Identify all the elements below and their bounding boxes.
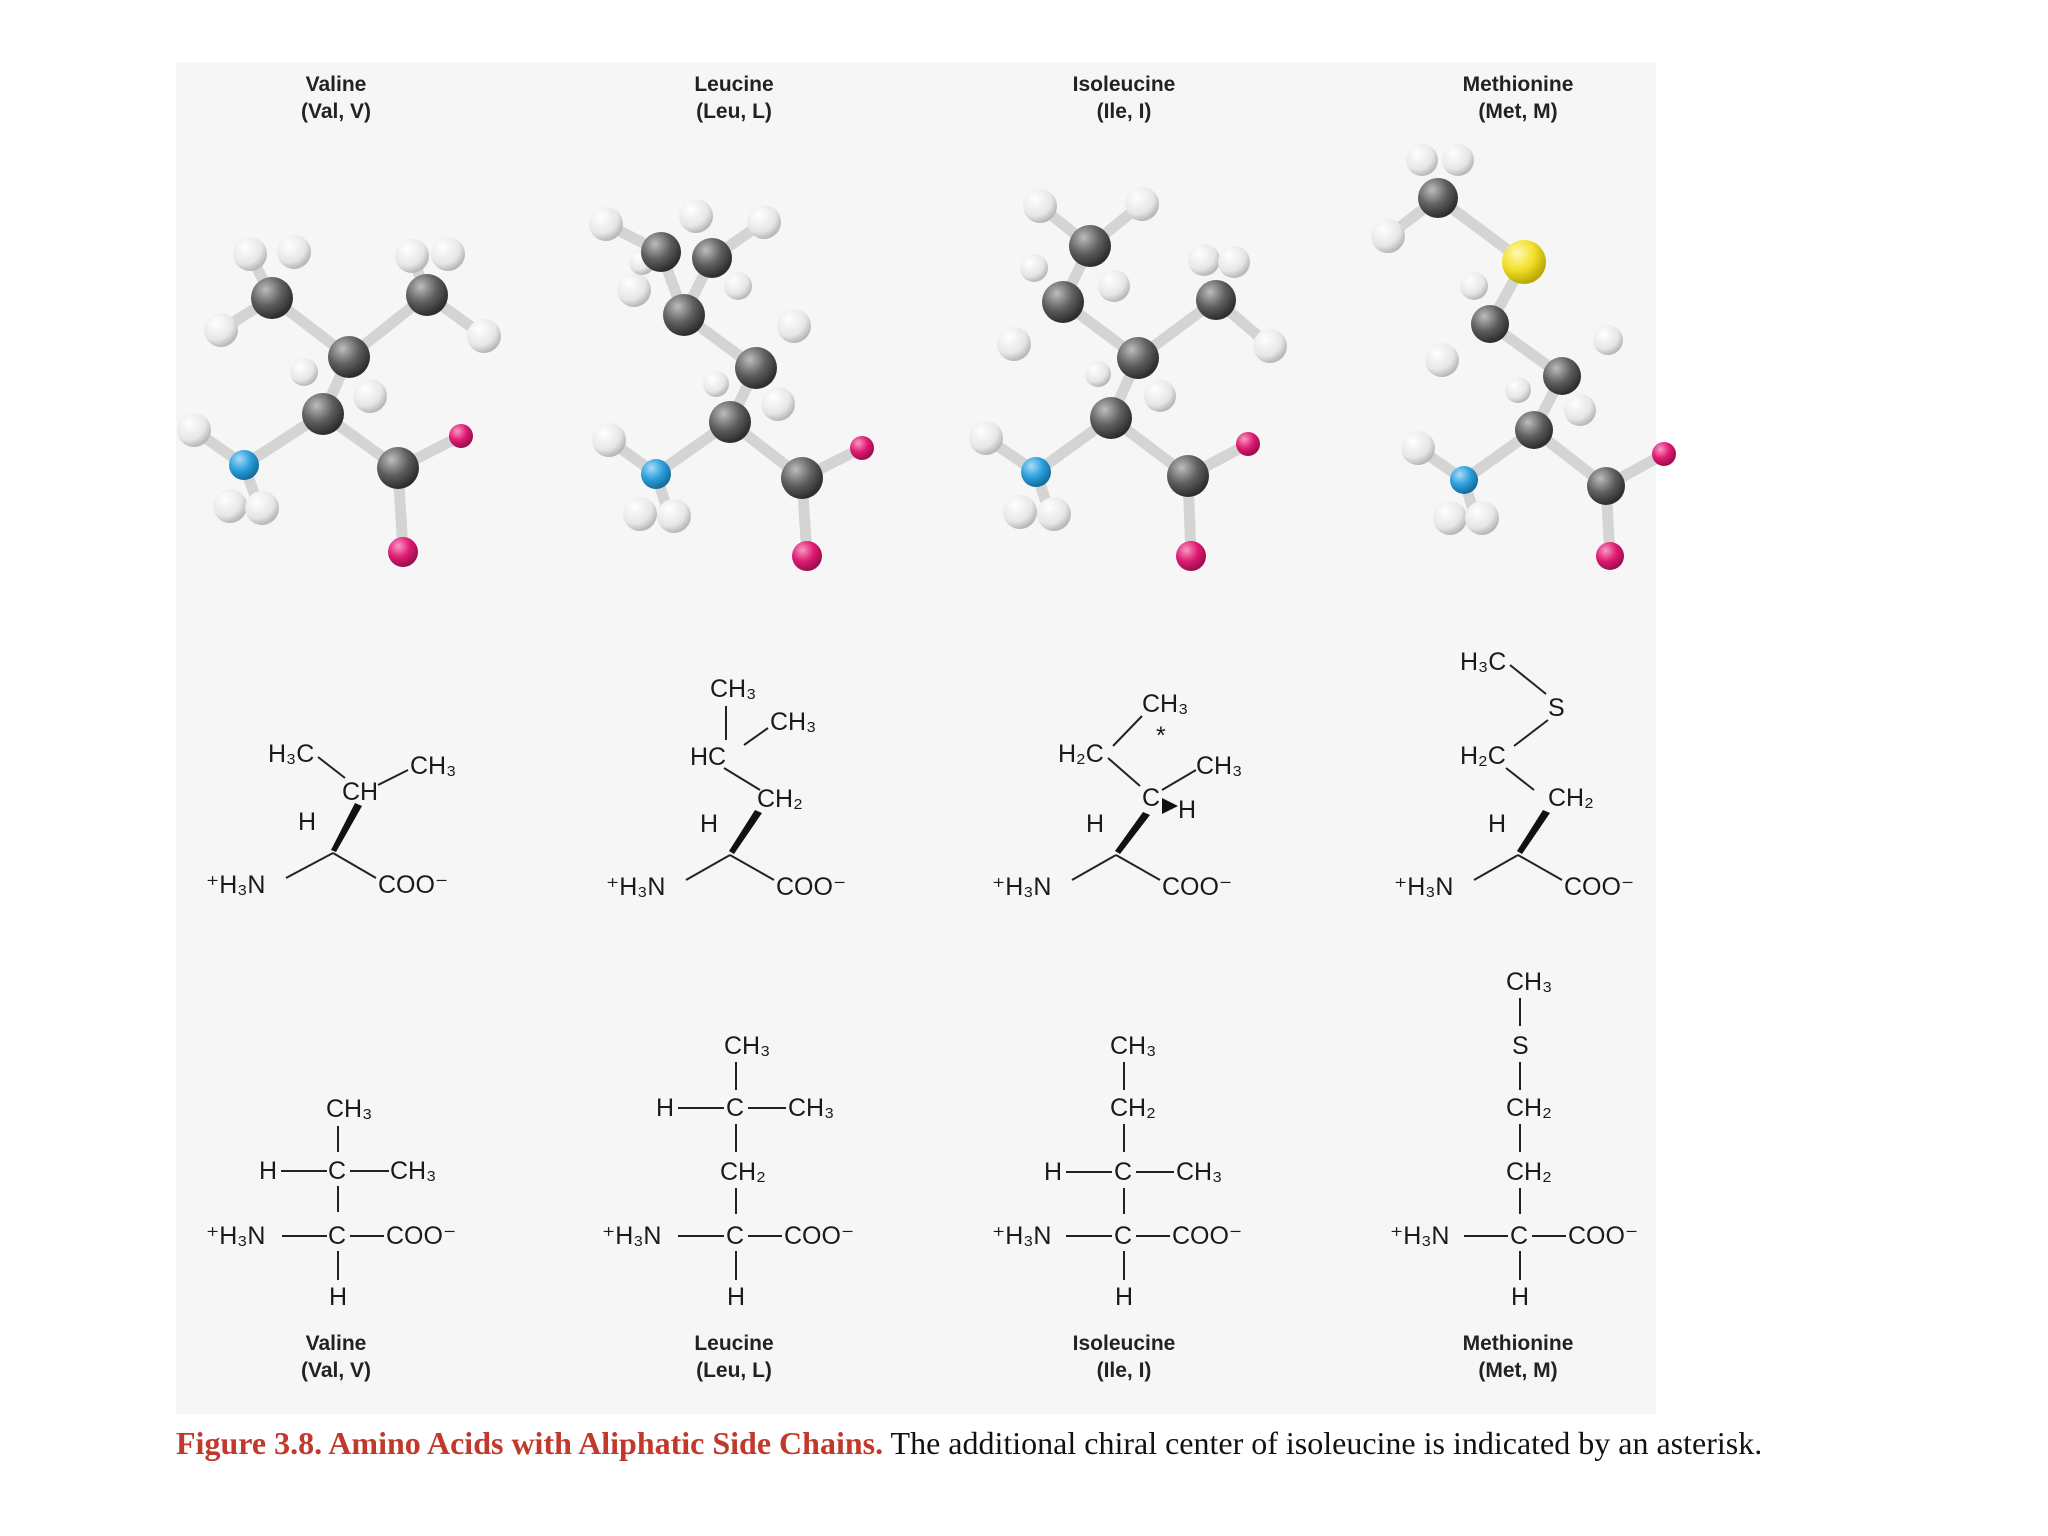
skeletal-amine: ⁺H₃N <box>1394 873 1454 901</box>
skeletal-carboxylate: COO⁻ <box>776 873 846 901</box>
ball-and-stick-model <box>969 187 1287 571</box>
fischer-row2-left: ⁺H₃N <box>992 1222 1052 1250</box>
fischer-projection: CH₃ H C CH₃ CH₂ ⁺H₃N C COO⁻ H <box>602 1032 854 1311</box>
skeletal-sidechain-1: HC <box>690 743 726 771</box>
skeletal-h: H <box>700 810 718 838</box>
skeletal-formula: CH₃ HC CH₃ CH₂ H ⁺H₃N COO⁻ <box>606 675 846 901</box>
bottom-abbr-label: (Met, M) <box>1478 1359 1557 1382</box>
fischer-projection: CH₃ S CH₂ CH₂ ⁺H₃N C COO⁻ H <box>1390 968 1638 1311</box>
fischer-row1-right: CH₃ <box>788 1094 834 1122</box>
caption-title: Figure 3.8. Amino Acids with Aliphatic S… <box>176 1425 884 1461</box>
fischer-row2-c: C <box>726 1222 744 1250</box>
ball-and-stick-model <box>1371 144 1676 570</box>
fischer-row2-left: ⁺H₃N <box>206 1222 266 1250</box>
top-name-label: Methionine <box>1463 73 1574 96</box>
bottom-name-label: Isoleucine <box>1073 1332 1176 1355</box>
bottom-abbr-label: (Val, V) <box>301 1359 371 1382</box>
skeletal-sidechain-3: CH₂ <box>757 785 803 813</box>
fischer-row1-right: CH₃ <box>1176 1158 1222 1186</box>
fischer-mid-1: CH₂ <box>1506 1094 1552 1122</box>
top-abbr-label: (Met, M) <box>1478 100 1557 123</box>
fischer-row2-left: ⁺H₃N <box>602 1222 662 1250</box>
fischer-row2-c: C <box>328 1222 346 1250</box>
top-abbr-label: (Leu, L) <box>696 100 772 123</box>
top-abbr-label: (Val, V) <box>301 100 371 123</box>
fischer-row2-left: ⁺H₃N <box>1390 1222 1450 1250</box>
bottom-abbr-label: (Ile, I) <box>1097 1359 1152 1382</box>
fischer-bottom: H <box>329 1283 347 1311</box>
bottom-name-label: Valine <box>306 1332 367 1355</box>
ball-and-stick-model <box>177 235 501 567</box>
skeletal-formula: CH₃ H₂C * C CH₃ H H ⁺H₃N COO⁻ <box>992 690 1242 901</box>
fischer-projection: CH₃ CH₂ H C CH₃ ⁺H₃N C COO⁻ H <box>992 1032 1242 1311</box>
fischer-row2-right: COO⁻ <box>386 1222 456 1250</box>
top-name-label: Isoleucine <box>1073 73 1176 96</box>
fischer-row2-c: C <box>1114 1222 1132 1250</box>
column-valine: Valine (Val, V) H₃C CH CH₃ <box>177 73 501 1382</box>
ball-and-stick-model <box>589 199 874 571</box>
skeletal-star: * <box>1156 722 1166 750</box>
fischer-row2-right: COO⁻ <box>1568 1222 1638 1250</box>
skeletal-h: H <box>1488 810 1506 838</box>
skeletal-sidechain-2: C <box>1142 784 1160 812</box>
fischer-mid-2: CH₂ <box>1506 1158 1552 1186</box>
fischer-row1-right: CH₃ <box>390 1157 436 1185</box>
fischer-projection: CH₃ H C CH₃ ⁺H₃N C COO⁻ H <box>206 1095 456 1311</box>
skeletal-h: H <box>1086 810 1104 838</box>
skeletal-sidechain-2: CH <box>342 778 378 806</box>
skeletal-carboxylate: COO⁻ <box>378 871 448 899</box>
fischer-bottom: H <box>1511 1283 1529 1311</box>
fischer-bottom: H <box>727 1283 745 1311</box>
caption-text: The additional chiral center of isoleuci… <box>883 1425 1763 1461</box>
column-isoleucine: Isoleucine (Ile, I) CH₃ H₂C <box>969 73 1287 1382</box>
fischer-top: CH₃ <box>724 1032 770 1060</box>
fischer-top: CH₃ <box>326 1095 372 1123</box>
fischer-bottom: H <box>1115 1283 1133 1311</box>
fischer-row1-left: H <box>259 1157 277 1185</box>
fischer-mid: CH₂ <box>1110 1094 1156 1122</box>
fischer-row1-c: C <box>1114 1158 1132 1186</box>
skeletal-h: H <box>298 808 316 836</box>
fischer-row1-c: C <box>328 1157 346 1185</box>
skeletal-sidechain-1: H₃C <box>268 740 314 768</box>
fischer-top: CH₃ <box>1110 1032 1156 1060</box>
skeletal-formula: H₃C CH CH₃ H ⁺H₃N COO⁻ <box>206 740 456 899</box>
fischer-row1-left: H <box>656 1094 674 1122</box>
skeletal-sidechain-2: CH₃ <box>770 708 816 736</box>
skeletal-sidechain-1: H₂C <box>1058 740 1104 768</box>
skeletal-sidechain-3: CH₂ <box>1548 784 1594 812</box>
fischer-row2-c: C <box>1510 1222 1528 1250</box>
bottom-abbr-label: (Leu, L) <box>696 1359 772 1382</box>
skeletal-carboxylate: COO⁻ <box>1564 873 1634 901</box>
skeletal-formula: H₃C S H₂C CH₂ H ⁺H₃N COO⁻ <box>1394 648 1634 901</box>
top-name-label: Valine <box>306 73 367 96</box>
fischer-row1-c: C <box>726 1094 744 1122</box>
fischer-top: CH₃ <box>1506 968 1552 996</box>
skeletal-top: CH₃ <box>1142 690 1188 718</box>
column-methionine: Methionine (Met, M) H₃C S <box>1371 73 1676 1382</box>
skeletal-top: CH₃ <box>710 675 756 703</box>
skeletal-carboxylate: COO⁻ <box>1162 873 1232 901</box>
fischer-mid: CH₂ <box>720 1158 766 1186</box>
fischer-sulfur: S <box>1512 1032 1529 1060</box>
skeletal-sulfur: S <box>1548 694 1565 722</box>
skeletal-amine: ⁺H₃N <box>992 873 1052 901</box>
skeletal-sidechain-1: H₂C <box>1460 742 1506 770</box>
fischer-row1-left: H <box>1044 1158 1062 1186</box>
fischer-row2-right: COO⁻ <box>1172 1222 1242 1250</box>
figure-caption: Figure 3.8. Amino Acids with Aliphatic S… <box>176 1420 1896 1466</box>
bottom-name-label: Methionine <box>1463 1332 1574 1355</box>
skeletal-top: H₃C <box>1460 648 1506 676</box>
skeletal-amine: ⁺H₃N <box>606 873 666 901</box>
skeletal-sidechain-3: CH₃ <box>410 752 456 780</box>
top-abbr-label: (Ile, I) <box>1097 100 1152 123</box>
top-name-label: Leucine <box>694 73 773 96</box>
column-leucine: Leucine (Leu, L) CH₃ HC CH₃ <box>589 73 874 1382</box>
fischer-row2-right: COO⁻ <box>784 1222 854 1250</box>
skeletal-amine: ⁺H₃N <box>206 871 266 899</box>
skeletal-sidechain-3: CH₃ <box>1196 752 1242 780</box>
skeletal-chiral-h: H <box>1178 796 1196 824</box>
bottom-name-label: Leucine <box>694 1332 773 1355</box>
